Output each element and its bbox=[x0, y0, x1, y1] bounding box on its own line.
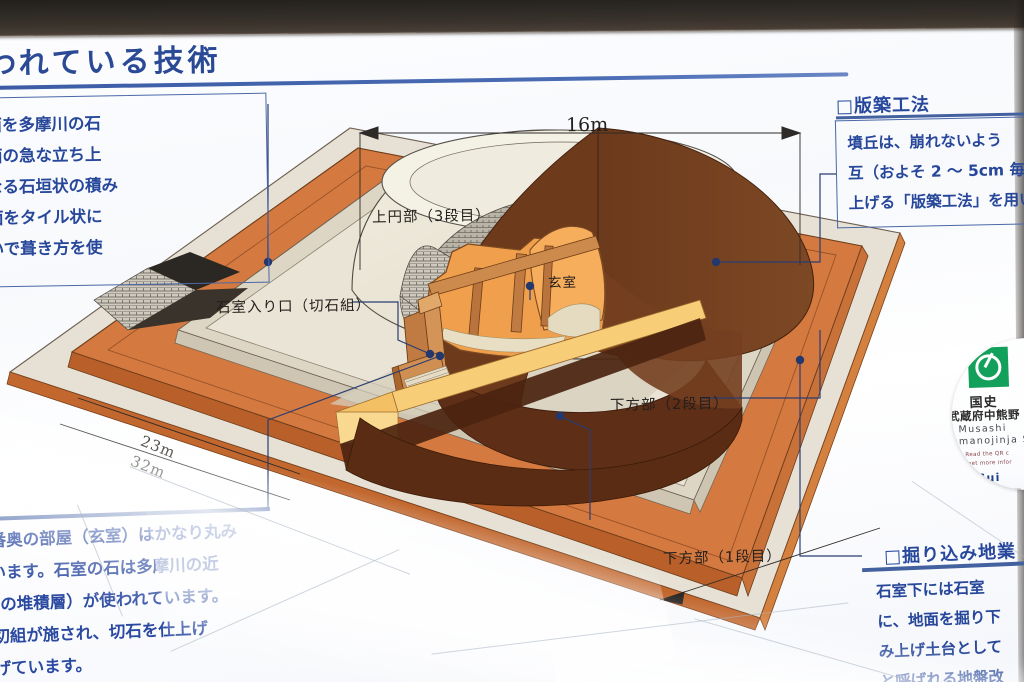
right-bottom-text-block: 石室下には石室 に、地面を掘り下 み上げ土台として と呼ばれる地盤改 bbox=[876, 567, 1024, 682]
dimension-label-16m: 16m bbox=[565, 113, 609, 137]
left-top-text-block: の表面は全面を多摩川の石 と方墳の側面の急な立ち上 の勾配）となる石垣状の積み … bbox=[0, 105, 295, 267]
right-top-line-1: 墳丘は、崩れないよう bbox=[847, 131, 1003, 153]
dimension-16m bbox=[358, 126, 802, 270]
sticker-site-name-jp: 武蔵府中熊野 bbox=[949, 407, 1021, 424]
sticker-site-name-romaji-2: kumanojinja S bbox=[949, 434, 1024, 448]
sticker-instruction-line-2: get more infor bbox=[967, 459, 1013, 468]
right-top-line-3: 上げる「版築工法」を用い bbox=[848, 190, 1024, 213]
label-stone-chamber-entrance: 石室入り口（切石組） bbox=[215, 297, 372, 317]
label-lower-tier-1: 下方部（1段目） bbox=[662, 548, 782, 568]
label-upper-round-part: 上円部（3段目） bbox=[371, 207, 491, 227]
qr-code-icon[interactable] bbox=[967, 346, 1010, 389]
label-burial-chamber: 玄室 bbox=[547, 274, 578, 292]
sticker-guide-label: Gui bbox=[975, 470, 1001, 485]
sticker-site-name-romaji-1: Musashi bbox=[958, 422, 1008, 436]
right-top-text-block: 墳丘は、崩れないよう 互（およそ 2 ～ 5cm 毎） 上げる「版築工法」を用い bbox=[847, 123, 1024, 218]
label-lower-tier-2: 下方部（2段目） bbox=[609, 395, 729, 415]
left-bottom-text-block: され、一番奥の部屋（玄室）はかなり丸み となっています。石室の石は多摩川の近 ト… bbox=[0, 512, 329, 682]
right-top-line-2: 互（およそ 2 ～ 5cm 毎） bbox=[847, 160, 1024, 183]
sticker-instruction-line-1: Read the QR c bbox=[965, 450, 1010, 459]
